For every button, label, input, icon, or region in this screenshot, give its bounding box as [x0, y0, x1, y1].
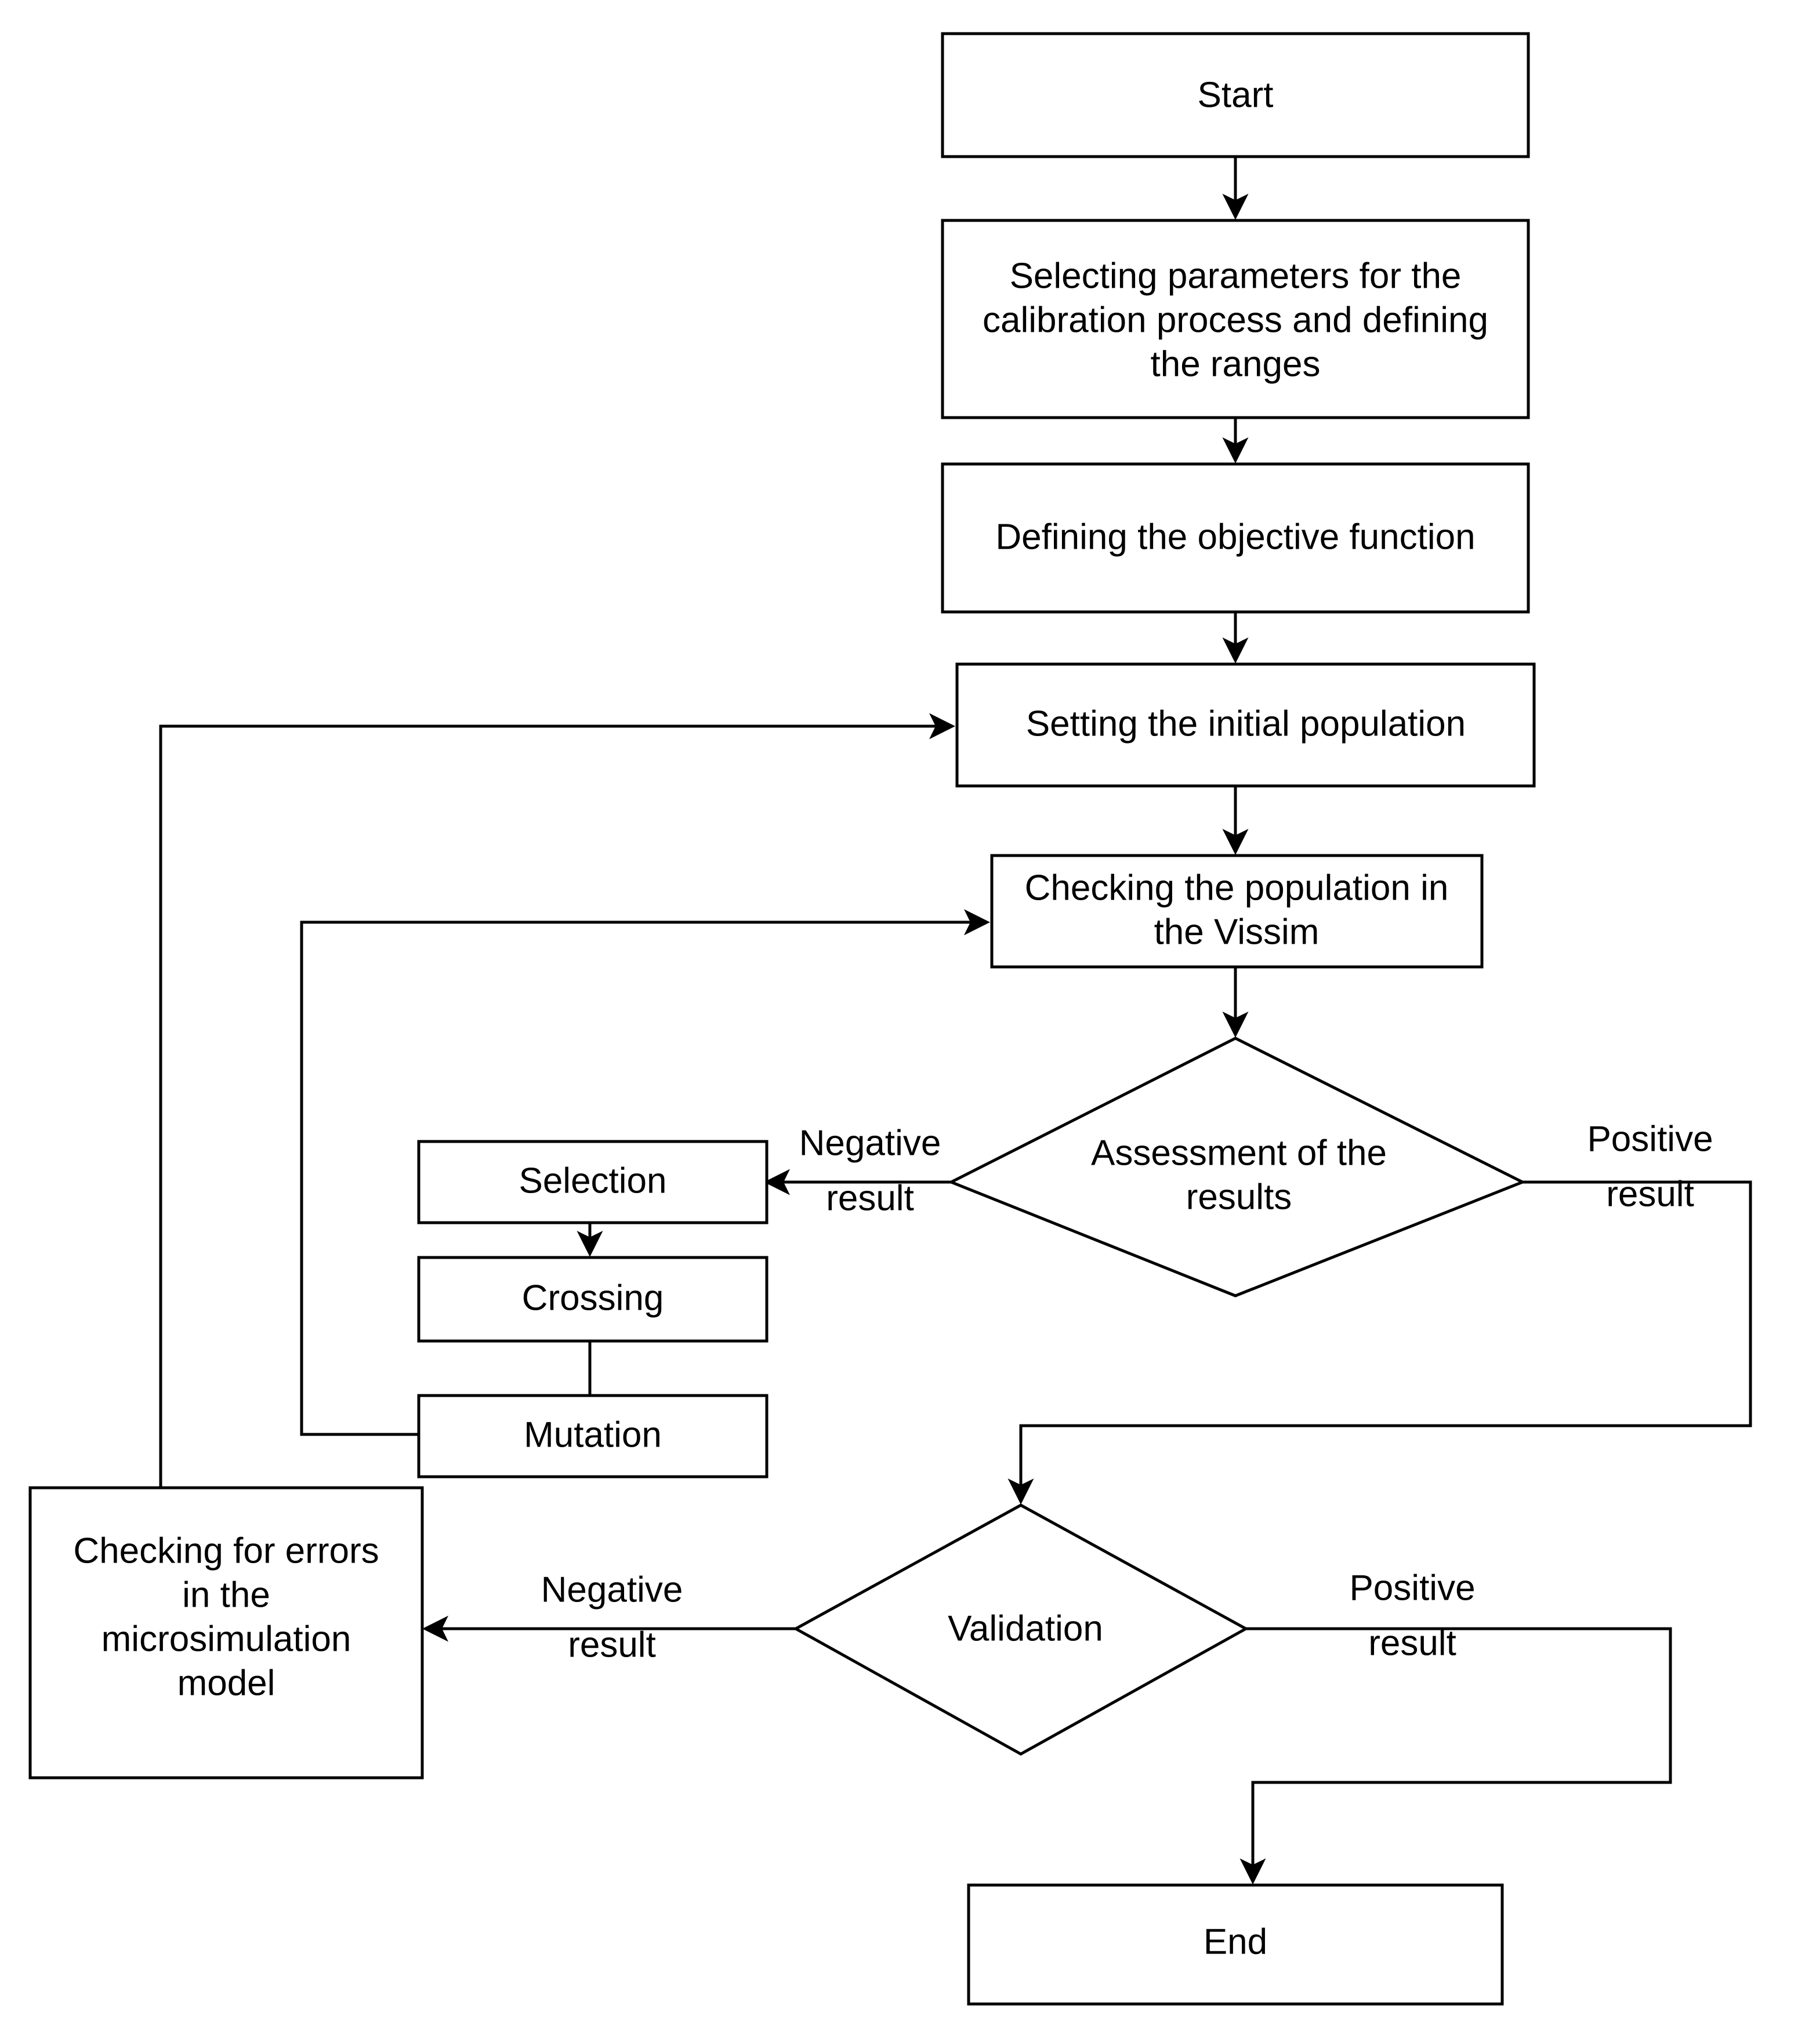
node-selection-label: Selection: [519, 1161, 666, 1201]
node-check-errors-label-line4: model: [177, 1663, 276, 1703]
edge-label-validation-negative-line2: result: [568, 1625, 656, 1665]
node-mutation-label: Mutation: [524, 1415, 662, 1455]
node-selection[interactable]: Selection: [417, 1140, 769, 1224]
node-assessment-label-line1: Assessment of the: [1091, 1133, 1387, 1173]
node-end[interactable]: End: [967, 1883, 1504, 2006]
node-initial-pop-label: Setting the initial population: [1026, 704, 1466, 744]
edge-label-assessment-negative: Negative result: [799, 1123, 941, 1218]
node-select-params[interactable]: Selecting parameters for the calibration…: [941, 219, 1530, 419]
node-check-errors-label-line3: microsimulation: [102, 1619, 351, 1659]
node-check-errors[interactable]: Checking for errors in the microsimulati…: [28, 1486, 424, 1780]
node-check-vissim-label-line2: the Vissim: [1154, 912, 1320, 952]
edge-mutation-to-check-vissim: [300, 909, 990, 1436]
node-select-params-label-line3: the ranges: [1151, 344, 1321, 384]
edge-label-assessment-positive-line1: Positive: [1587, 1119, 1713, 1159]
node-select-params-label-line2: calibration process and defining: [983, 300, 1488, 340]
node-assessment-label-line2: results: [1186, 1177, 1292, 1217]
node-objective-label: Defining the objective function: [995, 517, 1475, 557]
node-crossing[interactable]: Crossing: [417, 1256, 769, 1343]
node-check-errors-label-line1: Checking for errors: [73, 1531, 379, 1571]
edge-label-validation-positive: Positive result: [1349, 1568, 1475, 1663]
edge-label-validation-positive-line2: result: [1368, 1623, 1456, 1663]
edge-label-validation-negative: Negative result: [541, 1570, 683, 1665]
node-initial-pop[interactable]: Setting the initial population: [955, 662, 1536, 788]
node-start-label: Start: [1198, 75, 1274, 115]
edge-label-assessment-negative-line1: Negative: [799, 1123, 941, 1163]
node-crossing-label: Crossing: [522, 1278, 664, 1318]
edge-label-assessment-positive-line2: result: [1606, 1174, 1694, 1214]
edge-assessment-positive-to-validation: [1007, 1180, 1752, 1505]
node-start[interactable]: Start: [941, 32, 1530, 158]
edge-validation-positive-to-end: [1239, 1627, 1672, 1884]
node-check-errors-label-line2: in the: [182, 1575, 270, 1615]
node-validation-label: Validation: [948, 1608, 1103, 1648]
edge-label-validation-negative-line1: Negative: [541, 1570, 683, 1610]
edge-label-assessment-positive: Positive result: [1587, 1119, 1713, 1214]
node-check-vissim-label-line1: Checking the population in: [1025, 868, 1449, 908]
node-end-label: End: [1204, 1922, 1267, 1962]
edge-label-assessment-negative-line2: result: [826, 1178, 914, 1218]
node-objective[interactable]: Defining the objective function: [941, 462, 1530, 614]
edge-check-errors-to-initial-pop: [159, 713, 955, 1488]
node-validation[interactable]: Validation: [792, 1503, 1249, 1756]
node-select-params-label-line1: Selecting parameters for the: [1010, 256, 1462, 296]
node-check-vissim[interactable]: Checking the population in the Vissim: [990, 854, 1484, 969]
node-assessment[interactable]: Assessment of the results: [947, 1037, 1527, 1298]
edge-label-validation-positive-line1: Positive: [1349, 1568, 1475, 1608]
node-mutation[interactable]: Mutation: [417, 1394, 769, 1478]
